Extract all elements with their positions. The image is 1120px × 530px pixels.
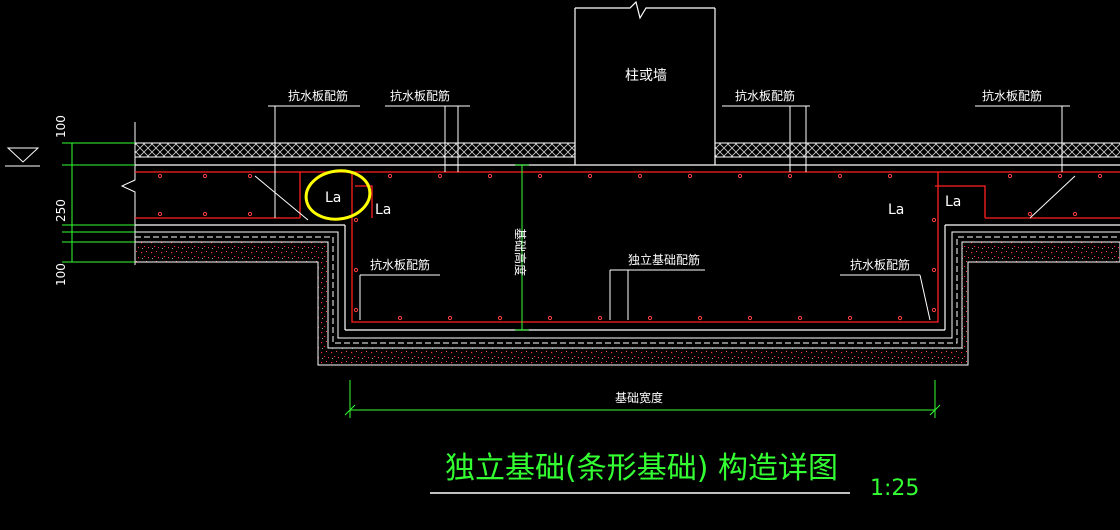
drawing-title: 独立基础(条形基础) 构造详图	[445, 451, 838, 486]
foundation-height-label: 基础高度	[513, 228, 528, 276]
column-label: 柱或墙	[625, 68, 667, 84]
rebar-label-3: 抗水板配筋	[735, 88, 795, 103]
dimension-lines	[62, 142, 941, 418]
water-level-icon	[5, 147, 40, 167]
dimension-mid: 250	[54, 199, 68, 222]
rebar-lines	[135, 171, 1120, 323]
rebar-label-1: 抗水板配筋	[288, 88, 348, 103]
slab-outline	[120, 122, 1120, 344]
dimension-bottom: 100	[54, 263, 68, 286]
column-wall	[574, 0, 716, 165]
drawing-scale: 1:25	[870, 476, 919, 501]
rebar-label-6: 抗水板配筋	[850, 257, 910, 272]
dimension-top: 100	[54, 115, 68, 138]
rebar-label-2: 抗水板配筋	[390, 88, 450, 103]
la-label-2: La	[375, 202, 391, 218]
la-label-4: La	[945, 194, 961, 210]
la-label-3: La	[888, 202, 904, 218]
rebar-label-5: 抗水板配筋	[370, 257, 430, 272]
leader-lines	[254, 105, 1076, 321]
foundation-width-label: 基础宽度	[615, 390, 663, 405]
la-label-1: La	[325, 190, 341, 206]
ground-hatch	[135, 142, 1120, 158]
rebar-label-4: 抗水板配筋	[982, 88, 1042, 103]
blinding-concrete	[134, 241, 1120, 366]
highlight-circle	[304, 169, 372, 221]
foundation-rebar-label: 独立基础配筋	[628, 252, 700, 267]
